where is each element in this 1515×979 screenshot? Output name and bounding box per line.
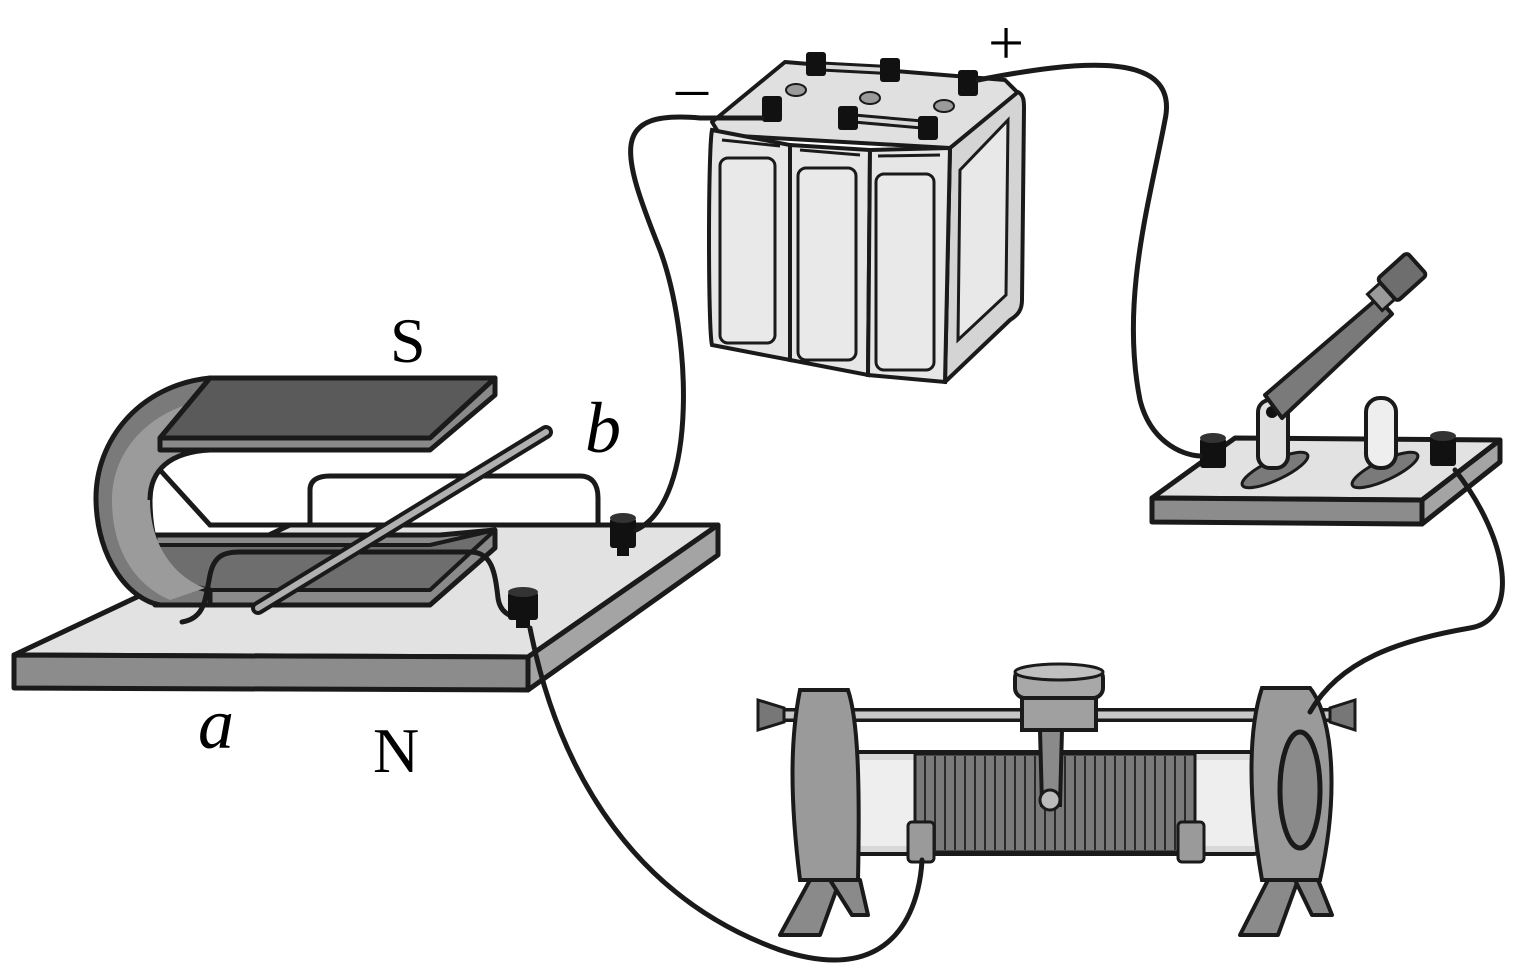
connecting-wires (527, 62, 1505, 963)
battery-positive-label: + (988, 7, 1024, 78)
wire-battery-positive-to-switch (975, 62, 1203, 459)
wire-switch-to-rheostat (1307, 467, 1505, 715)
rod-end-b-label: b (585, 388, 621, 468)
wire-board-to-battery-negative (628, 114, 765, 533)
magnet-pole-n-label: N (373, 715, 419, 786)
metal-rod (251, 425, 553, 615)
board-terminal-right (610, 513, 636, 556)
battery-negative-label: – (675, 51, 709, 122)
battery (707, 52, 1026, 385)
sliding-rheostat (756, 662, 1357, 937)
wire-board-to-rheostat (527, 625, 925, 963)
rod-end-a-label: a (198, 684, 234, 764)
knife-switch (1149, 252, 1503, 527)
magnet-pole-s-label: S (390, 305, 426, 376)
horseshoe-magnet (93, 375, 498, 608)
board-terminal-front (508, 587, 538, 628)
